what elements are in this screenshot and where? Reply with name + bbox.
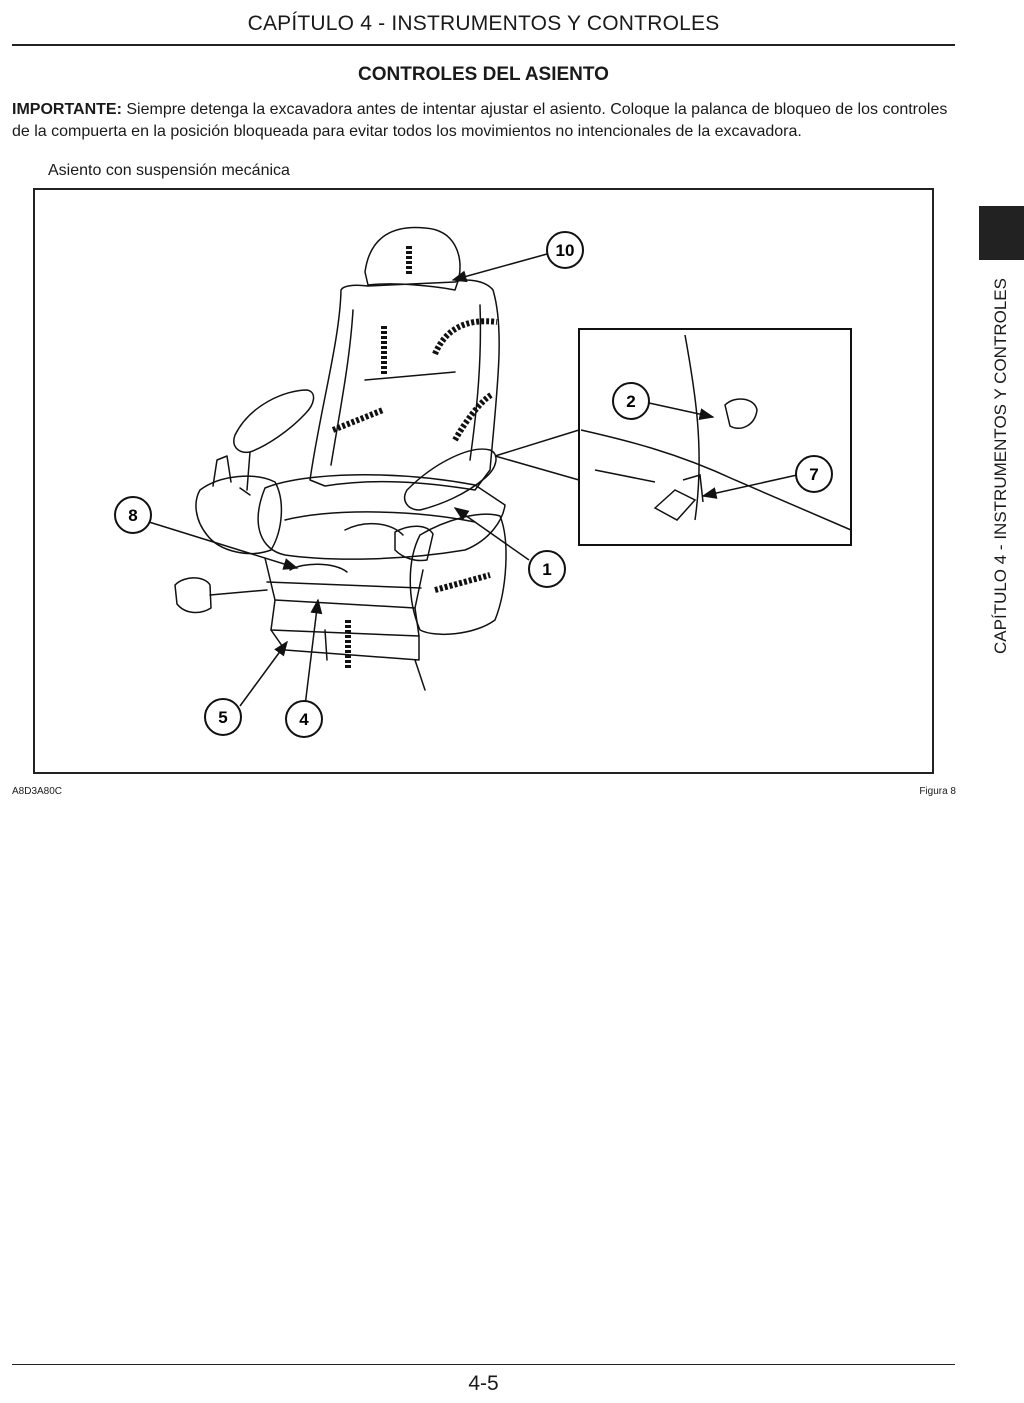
section-title: CONTROLES DEL ASIENTO <box>358 64 609 85</box>
callout-5-label: 5 <box>218 708 227 727</box>
callout-2-label: 2 <box>626 392 635 411</box>
page-number: 4-5 <box>468 1372 499 1395</box>
chapter-side-tab <box>979 206 1024 260</box>
figure-code: A8D3A80C <box>12 786 63 797</box>
callout-8-label: 8 <box>128 506 137 525</box>
callout-7-label: 7 <box>809 465 818 484</box>
figure-caption: Asiento con suspensión mecánica <box>48 162 290 179</box>
footer-rule <box>12 1364 955 1365</box>
figure-frame: 10 2 7 8 1 5 4 <box>33 188 934 774</box>
chapter-side-label: CAPÍTULO 4 - INSTRUMENTOS Y CONTROLES <box>991 278 1010 654</box>
callout-1: 1 <box>527 549 567 594</box>
callout-7: 7 <box>794 454 834 499</box>
figure-label: Figura 8 <box>919 786 956 797</box>
important-label: IMPORTANTE: <box>12 101 122 118</box>
header-rule <box>12 44 955 46</box>
seat-illustration <box>148 226 852 707</box>
callout-2: 2 <box>611 381 651 426</box>
callout-8: 8 <box>113 495 153 540</box>
important-text: Siempre detenga la excavadora antes de i… <box>12 101 948 140</box>
callout-10-label: 10 <box>556 241 575 260</box>
callout-10: 10 <box>545 230 585 275</box>
chapter-header: CAPÍTULO 4 - INSTRUMENTOS Y CONTROLES <box>247 12 720 35</box>
callout-5: 5 <box>203 697 243 742</box>
callout-4-label: 4 <box>299 710 309 729</box>
important-note: IMPORTANTE: Siempre detenga la excavador… <box>12 99 958 143</box>
callout-4: 4 <box>284 699 324 744</box>
callout-1-label: 1 <box>542 560 551 579</box>
